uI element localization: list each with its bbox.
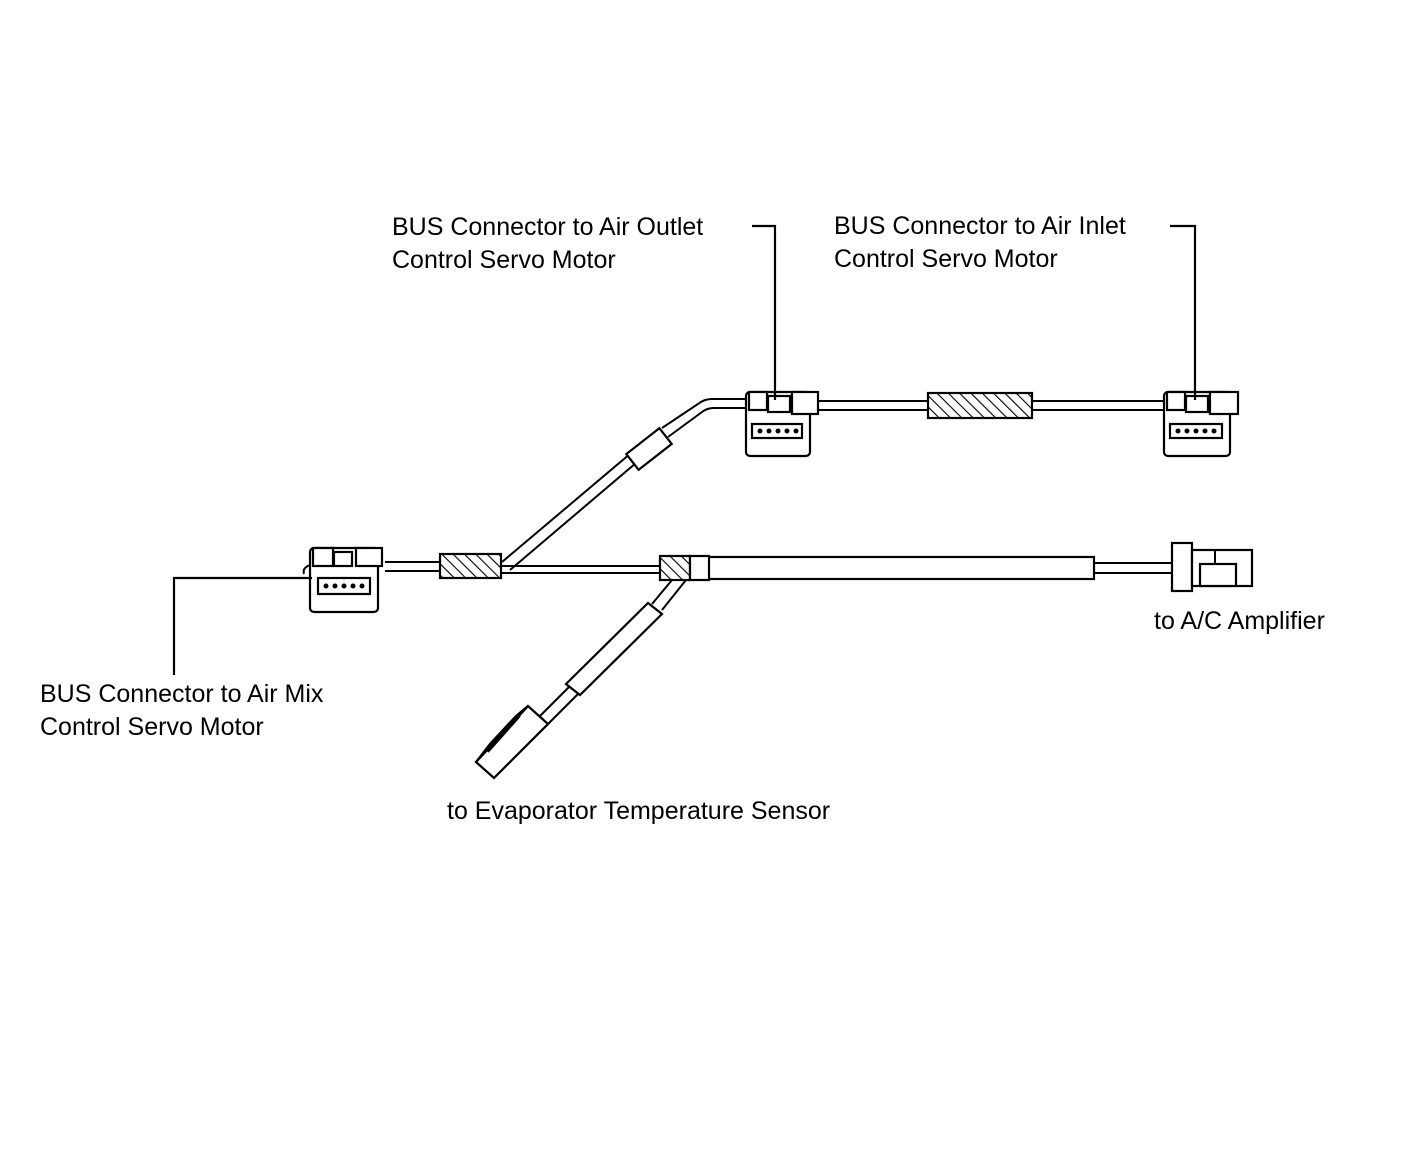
air-inlet-leader (1170, 224, 1197, 400)
harness-wires (385, 398, 1172, 725)
air-outlet-connector (744, 390, 820, 458)
tape-wrap (688, 554, 711, 582)
air-inlet-label-line2: Control Servo Motor (834, 245, 1058, 273)
air-inlet-connector (1162, 390, 1240, 458)
air-mix-connector (302, 546, 384, 614)
ac-amplifier-label: to A/C Amplifier (1154, 607, 1325, 635)
air-inlet-label-line1: BUS Connector to Air Inlet (834, 212, 1126, 240)
evaporator-sensor-plug (474, 704, 550, 780)
evaporator-label: to Evaporator Temperature Sensor (447, 797, 830, 825)
air-mix-label-line2: Control Servo Motor (40, 713, 264, 741)
air-mix-label-line1: BUS Connector to Air Mix (40, 680, 324, 708)
tape-wraps (438, 391, 1034, 582)
air-outlet-label-line1: BUS Connector to Air Outlet (392, 213, 703, 241)
air-outlet-label-line2: Control Servo Motor (392, 246, 616, 274)
tape-wrap (658, 554, 692, 582)
leader-lines (172, 224, 1197, 675)
tape-wrap (926, 391, 1034, 420)
ac-amplifier-connector (1170, 541, 1254, 593)
air-mix-leader (172, 576, 312, 675)
tape-wrap (438, 552, 503, 580)
air-outlet-leader (752, 224, 777, 400)
